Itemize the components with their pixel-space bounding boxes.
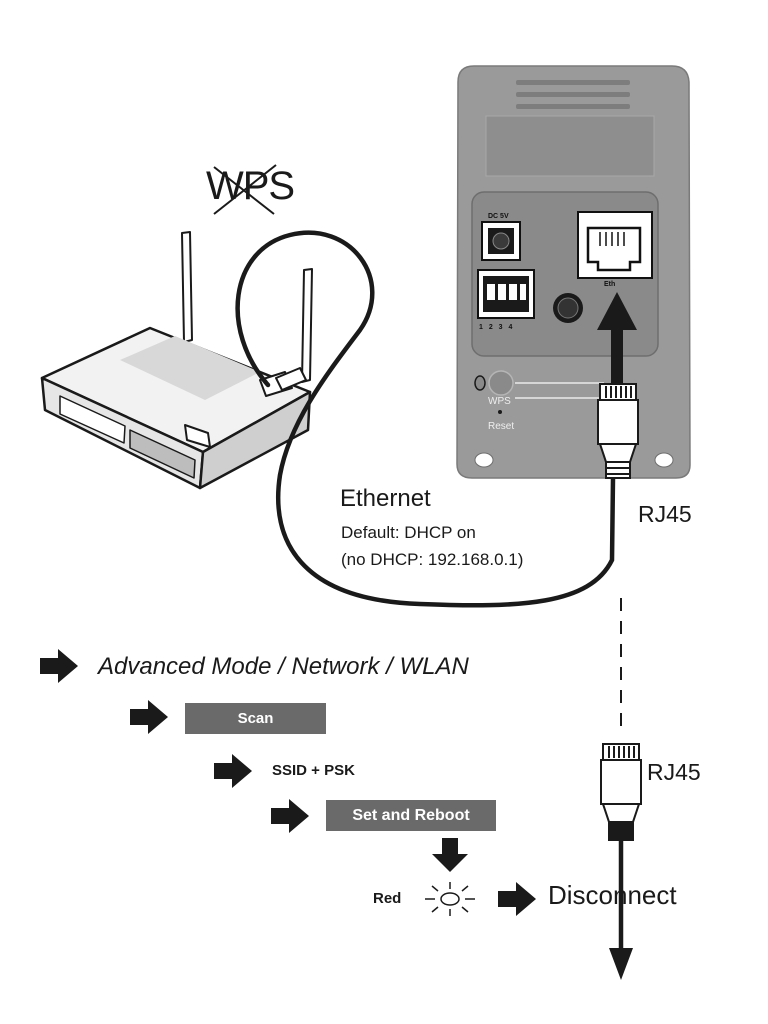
disconnect-arrow-icon xyxy=(498,882,536,916)
led-red-label: Red xyxy=(373,890,402,907)
wps-crossed-out-icon xyxy=(213,164,277,215)
camera-dc-label: DC 5V xyxy=(488,213,509,220)
step2-arrow-icon xyxy=(130,700,168,734)
ssid-psk-label: SSID + PSK xyxy=(272,762,355,779)
step3-arrow-icon xyxy=(214,754,252,788)
step-arrows xyxy=(40,649,536,916)
ethernet-fallback-ip: (no DHCP: 192.168.0.1) xyxy=(341,550,524,569)
router-icon xyxy=(40,231,313,490)
step1-arrow-icon xyxy=(40,649,78,683)
reboot-down-arrow-icon xyxy=(432,838,468,872)
disconnect-label: Disconnect xyxy=(548,880,677,910)
camera-back-icon xyxy=(456,65,691,479)
camera-wps-label: WPS xyxy=(488,396,511,407)
scan-button[interactable]: Scan xyxy=(185,703,326,734)
camera-eth-label: Eth xyxy=(604,281,616,288)
menu-path: Advanced Mode / Network / WLAN xyxy=(98,653,469,680)
led-blink-icon xyxy=(425,882,475,916)
rj45-plug-disconnected-icon xyxy=(600,743,642,841)
ethernet-title: Ethernet xyxy=(340,485,431,512)
wps-label: WPS xyxy=(206,164,295,208)
ethernet-cable xyxy=(235,230,616,608)
insert-arrow-icon xyxy=(597,292,637,388)
rj45-label-bottom: RJ45 xyxy=(647,759,701,785)
camera-terminal-label: 1 2 3 4 xyxy=(479,324,515,331)
down-arrow-icon xyxy=(609,948,633,980)
set-and-reboot-button[interactable]: Set and Reboot xyxy=(326,800,496,831)
rj45-label-top: RJ45 xyxy=(638,501,692,527)
camera-reset-label: Reset xyxy=(488,421,515,432)
step4-arrow-icon xyxy=(271,799,309,833)
ethernet-default-dhcp: Default: DHCP on xyxy=(341,523,476,542)
rj45-plug-connected-icon xyxy=(597,383,639,479)
